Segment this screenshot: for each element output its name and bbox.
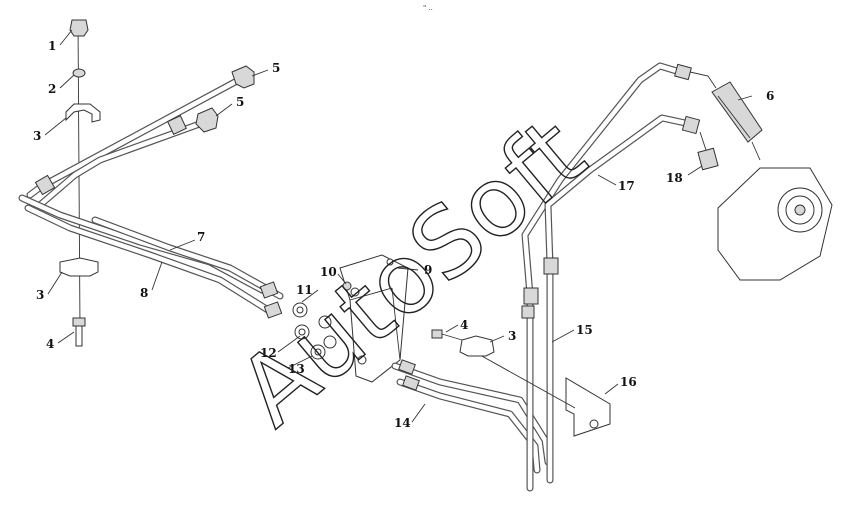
upper-pipes: [26, 65, 255, 209]
callout-5: 5: [272, 61, 280, 75]
bracket-assembly: [431, 329, 611, 437]
callout-17: 17: [618, 179, 635, 193]
callout-5: 5: [236, 95, 244, 109]
header-text: " ..: [423, 4, 433, 12]
callout-15: 15: [576, 323, 593, 337]
fitting-part-18: [697, 147, 719, 171]
nut-part-1: [69, 19, 89, 37]
washer-part-2: [72, 68, 86, 78]
bolt-part-4-right: [431, 329, 443, 339]
callout-labels: 1 2 3 3 3 4 4 5 5 6 7 8 9 10 11 12 13 14…: [33, 39, 774, 430]
callout-7: 7: [197, 230, 205, 244]
callout-2: 2: [48, 82, 56, 96]
pipes-15-17: [521, 62, 701, 492]
callout-9: 9: [424, 263, 432, 277]
callout-10: 10: [320, 265, 337, 279]
callout-1: 1: [48, 39, 56, 53]
callout-4: 4: [46, 337, 54, 351]
callout-6: 6: [766, 89, 774, 103]
filter-pump: [689, 71, 833, 281]
hoses-7-8: [18, 194, 284, 319]
callout-16: 16: [620, 375, 637, 389]
bolt-stack: [59, 19, 101, 347]
lower-pipes-14: [391, 359, 552, 474]
bracket-part-16: [565, 377, 611, 437]
callout-18: 18: [666, 171, 683, 185]
valve-block-part-9: [339, 254, 409, 383]
callout-12: 12: [260, 346, 277, 360]
callout-4: 4: [460, 318, 468, 332]
elbow-fitting-5-upper: [231, 65, 255, 89]
filter-part-6: [711, 81, 763, 143]
callout-3: 3: [508, 329, 516, 343]
callout-11: 11: [296, 283, 313, 297]
bolt-part-4: [72, 317, 86, 327]
clamp-part-3-right: [459, 335, 495, 357]
leader-lines: [44, 29, 753, 423]
clamp-part-3-bottom: [59, 257, 99, 277]
clamp-part-3-top: [65, 103, 101, 123]
callout-14: 14: [394, 416, 411, 430]
callout-3: 3: [33, 129, 41, 143]
valve-block: [292, 254, 409, 383]
callout-8: 8: [140, 286, 148, 300]
elbow-fitting-5-lower: [195, 107, 219, 133]
callout-3: 3: [36, 288, 44, 302]
callout-13: 13: [288, 362, 305, 376]
